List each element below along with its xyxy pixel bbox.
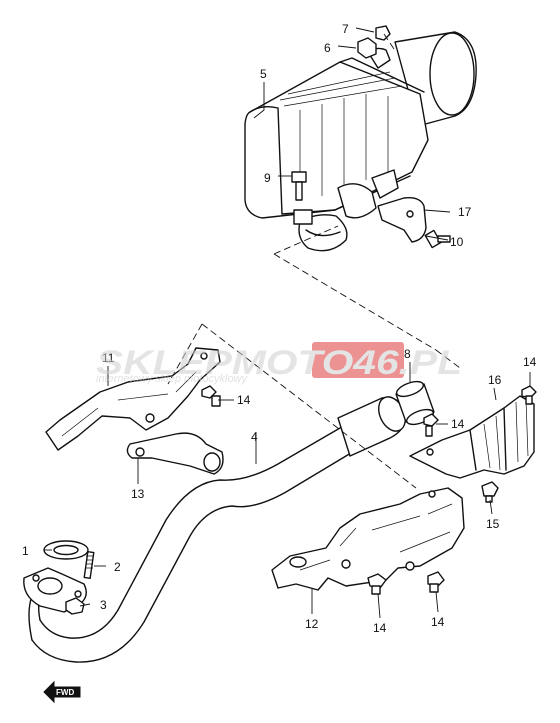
watermark-tagline: internetowy sklep motocyklowy <box>96 373 249 385</box>
heat-shield-11 <box>45 347 221 451</box>
callout-9: 9 <box>264 171 271 185</box>
callout-15: 15 <box>486 517 500 531</box>
callout-14-b: 14 <box>451 417 465 431</box>
callout-14-d: 14 <box>373 621 387 635</box>
stud-2 <box>83 551 95 579</box>
callout-4: 4 <box>251 430 258 444</box>
joint-pipe-8 <box>395 380 435 426</box>
bolt-14-right-mid <box>423 413 439 437</box>
heat-shield-12 <box>271 487 465 591</box>
callout-6: 6 <box>324 41 331 55</box>
forward-arrow-icon <box>43 680 81 704</box>
forward-label: FWD <box>56 688 74 697</box>
assembly-guide-lines <box>167 33 461 489</box>
nut-7 <box>375 25 391 41</box>
muffler <box>244 31 477 252</box>
leader-lines <box>44 27 531 619</box>
callout-10: 10 <box>450 235 464 249</box>
callout-1: 1 <box>22 544 29 558</box>
watermark: SKLEPMOTO46.PL internetowy sklep motocyk… <box>96 342 462 385</box>
watermark-brand: SKLEPMOTO46.PL <box>96 344 462 382</box>
callout-8: 8 <box>404 347 411 361</box>
callout-14-a: 14 <box>237 393 251 407</box>
bolt-10 <box>424 229 451 249</box>
forward-direction-badge: FWD <box>43 680 81 704</box>
callout-3: 3 <box>100 598 107 612</box>
callouts: 1 2 3 4 5 6 7 8 9 10 11 12 13 14 14 14 1… <box>22 22 537 635</box>
bolt-9 <box>291 171 307 201</box>
callout-17: 17 <box>458 205 472 219</box>
callout-2: 2 <box>114 560 121 574</box>
bolt-14-right-top <box>521 385 537 405</box>
bolt-14-lower-mid <box>367 573 387 595</box>
bolt-14-lower-right <box>427 571 445 593</box>
callout-12: 12 <box>305 617 319 631</box>
callout-7: 7 <box>342 22 349 36</box>
nut-6 <box>357 37 377 59</box>
callout-11: 11 <box>102 351 115 365</box>
callout-14-e: 14 <box>431 615 445 629</box>
callout-14-c: 14 <box>523 355 537 369</box>
bolt-15 <box>481 481 499 503</box>
callout-16: 16 <box>488 373 502 387</box>
callout-5: 5 <box>260 67 267 81</box>
heat-shield-16 <box>409 395 535 479</box>
callout-13: 13 <box>131 487 145 501</box>
bracket-13 <box>126 432 224 475</box>
bracket-17 <box>377 196 427 243</box>
watermark-badge <box>312 342 404 378</box>
nut-3 <box>65 597 85 615</box>
bolt-14-upper-left <box>201 385 221 407</box>
